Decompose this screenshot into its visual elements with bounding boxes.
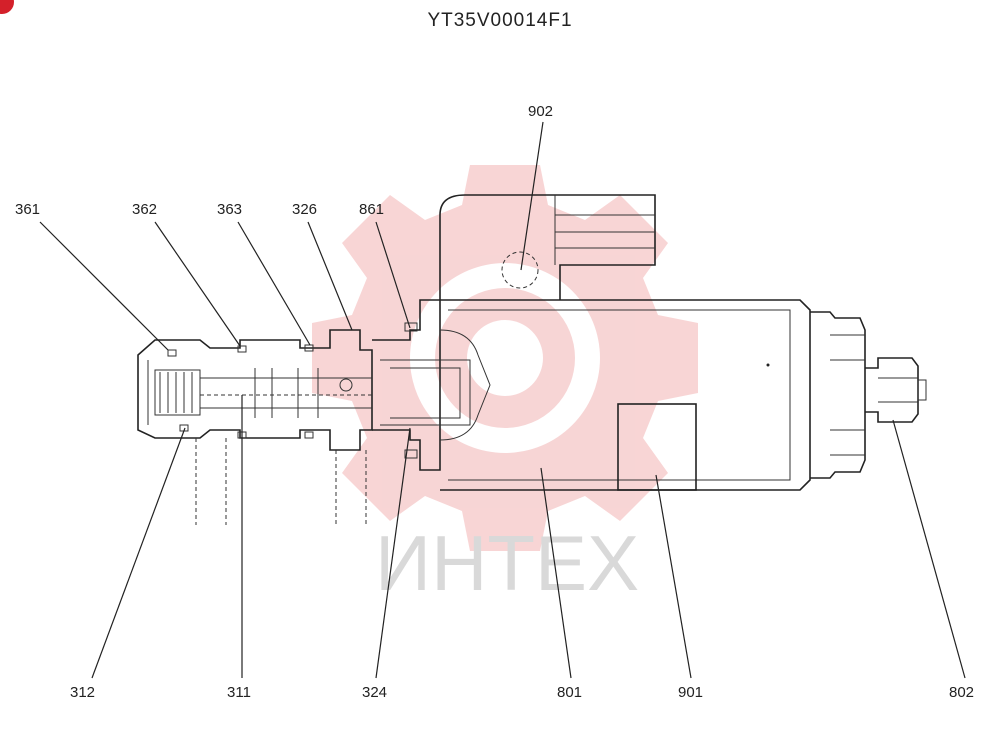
watermark-gear-icon xyxy=(312,165,698,551)
solenoid-housing xyxy=(440,299,811,491)
leader-lines xyxy=(39,121,966,679)
callout-363: 363 xyxy=(217,201,242,218)
callout-861: 861 xyxy=(359,201,384,218)
callout-326: 326 xyxy=(292,201,317,218)
watermark-text: ИНТЕХ xyxy=(375,519,639,607)
callout-362: 362 xyxy=(132,201,157,218)
callout-361: 361 xyxy=(15,201,40,218)
callout-902: 902 xyxy=(528,103,553,120)
callout-801: 801 xyxy=(557,684,582,701)
callout-312: 312 xyxy=(70,684,95,701)
adapter-section xyxy=(372,299,491,471)
callout-802: 802 xyxy=(949,684,974,701)
lock-nut-and-screw xyxy=(810,311,927,479)
callout-901: 901 xyxy=(678,684,703,701)
connector xyxy=(439,194,656,300)
callout-324: 324 xyxy=(362,684,387,701)
callout-labels: 361 362 363 326 861 902 312 311 324 801 … xyxy=(15,103,974,701)
drawing-title: YT35V00014F1 xyxy=(427,10,573,31)
callout-311: 311 xyxy=(227,684,251,701)
